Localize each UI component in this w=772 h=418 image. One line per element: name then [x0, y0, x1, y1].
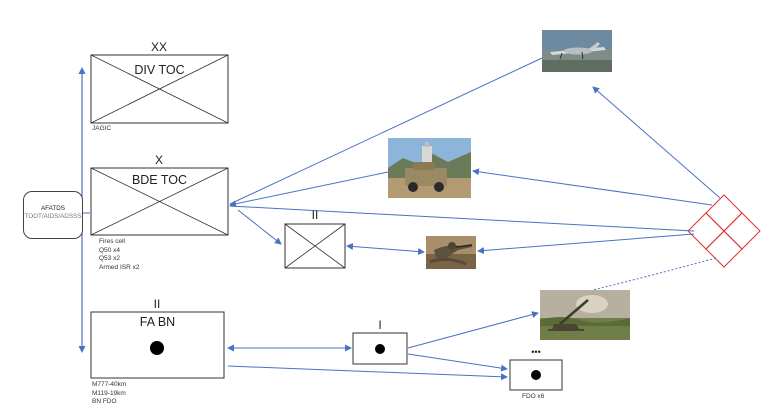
link-battery-to-howitzer — [407, 311, 539, 349]
platoon-echelon: ••• — [531, 347, 541, 357]
fa-bn-notes: M777-40km M119-19km BN FDO — [92, 381, 127, 406]
link-bde-to-bn — [237, 209, 282, 245]
fa-bn-echelon: II — [153, 297, 161, 311]
sensor-grid-icon — [687, 194, 761, 268]
link-grid-to-radar — [472, 168, 713, 206]
afatds-box: AFATDS TOOT/AIDS/ADSSS — [23, 191, 83, 239]
howitzer-photo — [540, 290, 630, 340]
bn-cell-symbol — [284, 223, 346, 269]
link-bde-to-uav — [229, 57, 543, 205]
bde-toc-echelon: X — [154, 153, 163, 167]
link-fabn-to-platoon — [227, 365, 508, 381]
link-bde-to-grid — [229, 205, 695, 232]
link-bn-to-observer — [346, 242, 425, 256]
platoon-note: FDO x6 — [522, 393, 545, 400]
link-grid-to-observer — [477, 233, 695, 255]
fa-bn-symbol — [90, 311, 225, 379]
div-toc-note: JAGIC — [92, 125, 112, 132]
battery-echelon: I — [378, 318, 382, 332]
bn-cell-echelon: II — [311, 208, 319, 222]
afatds-sublabel: TOOT/AIDS/ADSSS — [24, 213, 82, 220]
div-toc-symbol — [90, 54, 229, 124]
battery-symbol — [352, 332, 408, 365]
radar-vehicle-photo — [388, 138, 471, 198]
platoon-symbol — [509, 359, 563, 391]
observer-photo — [426, 236, 476, 269]
link-battery-to-platoon — [407, 353, 508, 372]
afatds-label: AFATDS — [40, 205, 66, 212]
div-toc-title: DIV TOC — [134, 63, 185, 77]
bde-toc-title: BDE TOC — [131, 173, 188, 187]
bde-toc-notes: Fires cell Q50 x4 Q53 x2 Armed ISR x2 — [99, 238, 140, 271]
div-toc-echelon: XX — [150, 40, 167, 54]
link-grid-to-howitzer — [592, 257, 717, 291]
bde-toc-symbol — [90, 167, 229, 236]
uav-photo — [542, 30, 612, 72]
link-bde-to-radar — [229, 171, 389, 208]
link-grid-to-uav — [592, 86, 721, 199]
fa-bn-title: FA BN — [139, 315, 176, 329]
